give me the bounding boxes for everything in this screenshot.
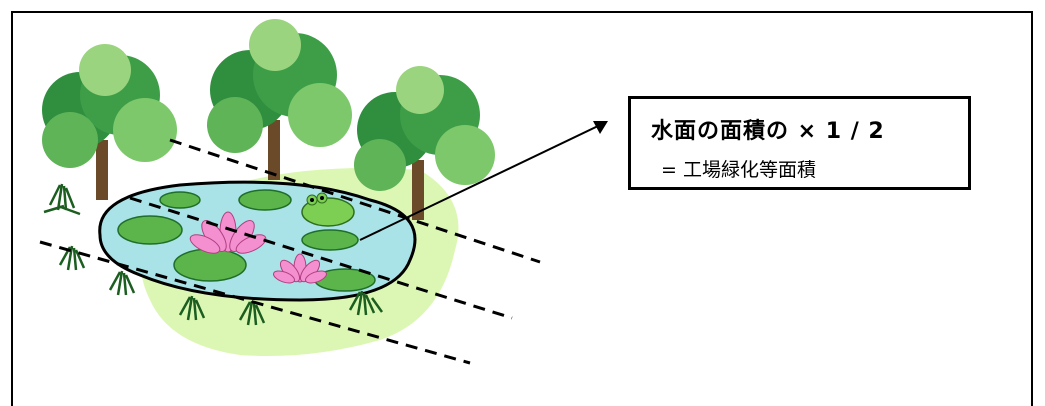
- grass-tufts: [43, 183, 384, 326]
- formula-title: 水面の面積の × 1 / 2: [651, 119, 885, 144]
- lotus-flower-large: [189, 211, 267, 254]
- pointer-arrow-line: [359, 125, 599, 241]
- lotus-flower-small: [273, 253, 327, 284]
- formula-subtitle: = 工場緑化等面積: [661, 159, 816, 181]
- frog: [301, 192, 355, 227]
- formula-label-box: 水面の面積の × 1 / 2 = 工場緑化等面積: [628, 96, 971, 190]
- lily-pads: [117, 189, 376, 292]
- dashed-guides: [39, 138, 541, 365]
- figure-frame: [11, 11, 1033, 406]
- tree-middle: [207, 19, 352, 180]
- tree-left: [42, 44, 177, 200]
- pointer-arrow-head: [593, 121, 608, 134]
- tree-right: [354, 66, 495, 220]
